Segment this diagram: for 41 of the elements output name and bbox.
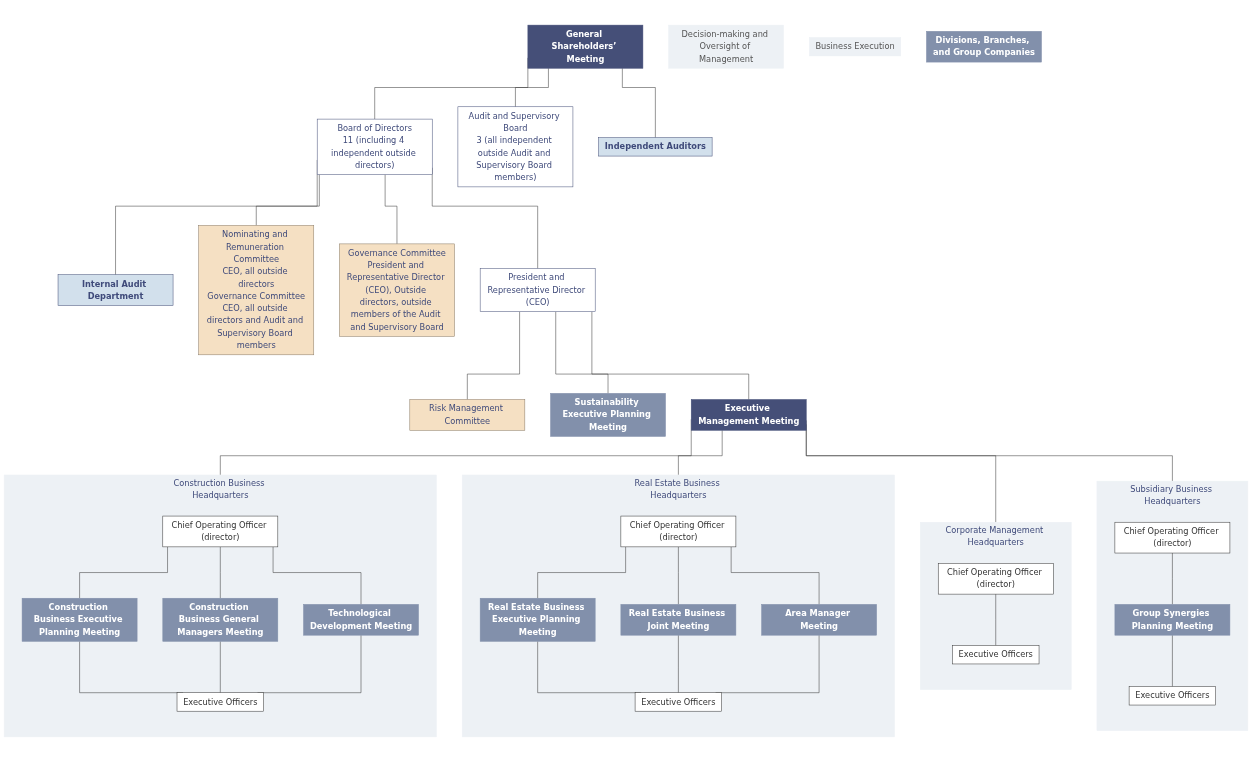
connector [555, 311, 609, 394]
node-box: Executive Officers [634, 692, 722, 712]
node-box: Executive Officers [952, 645, 1040, 665]
connector [515, 68, 549, 108]
node-box: Independent Auditors [598, 137, 713, 157]
node-box: General Shareholders’ Meeting [527, 24, 644, 69]
node-box: Chief Operating Officer (director) [1114, 521, 1231, 554]
node-box: Chief Operating Officer (director) [937, 563, 1054, 595]
node-box: Chief Operating Officer (director) [620, 515, 737, 548]
node-box: Construction Business General Managers Meeting [162, 597, 279, 642]
node-box: Executive Officers [1128, 686, 1216, 706]
node-box: Technological Development Meeting [303, 604, 419, 636]
connector [591, 311, 749, 400]
node-box: Executive Management Meeting [690, 399, 807, 431]
node-box: Internal Audit Department [57, 274, 174, 306]
connector [622, 68, 656, 138]
node-box: Divisions, Branches, and Group Companies [926, 31, 1042, 63]
node-box: Construction Business Executive Planning Meeting [21, 597, 138, 642]
connector [1172, 552, 1173, 605]
node-box: Risk Management Committee [409, 399, 526, 431]
node-box: Sustainability Executive Planning Meeting [550, 393, 666, 437]
connector [272, 546, 362, 605]
node-box: Board of Directors 11 (including 4 independent outside directors) [316, 118, 433, 175]
node-box: Chief Operating Officer (director) [162, 515, 279, 548]
connector [678, 634, 679, 693]
node-box: Governance Committee President and Representative Director (CEO), Outside directors, outside members of the Audit and Supervisory Board [339, 243, 455, 337]
connector [730, 546, 820, 605]
connector [1172, 634, 1173, 687]
node-box: Real Estate Business Joint Meeting [620, 604, 737, 636]
connector [678, 430, 723, 476]
node-box: Area Manager Meeting [761, 604, 877, 636]
connector [995, 593, 996, 646]
node-box: Group Synergies Planning Meeting [1114, 604, 1231, 636]
node-box: Executive Officers [176, 692, 264, 712]
connector [256, 174, 320, 226]
node-box: Audit and Supervisory Board 3 (all independent outside Audit and Supervisory Board members) [457, 106, 574, 188]
node-box: Real Estate Business Executive Planning Meeting [479, 597, 596, 642]
node-box: President and Representative Director (CEO) [479, 268, 596, 312]
connector [220, 641, 221, 693]
node-box: Nominating and Remuneration Committee CEO, all outside directors Governance Committee CEO, all outside directors and Audit and Supervisory Board members [198, 225, 315, 356]
connector [79, 546, 168, 599]
